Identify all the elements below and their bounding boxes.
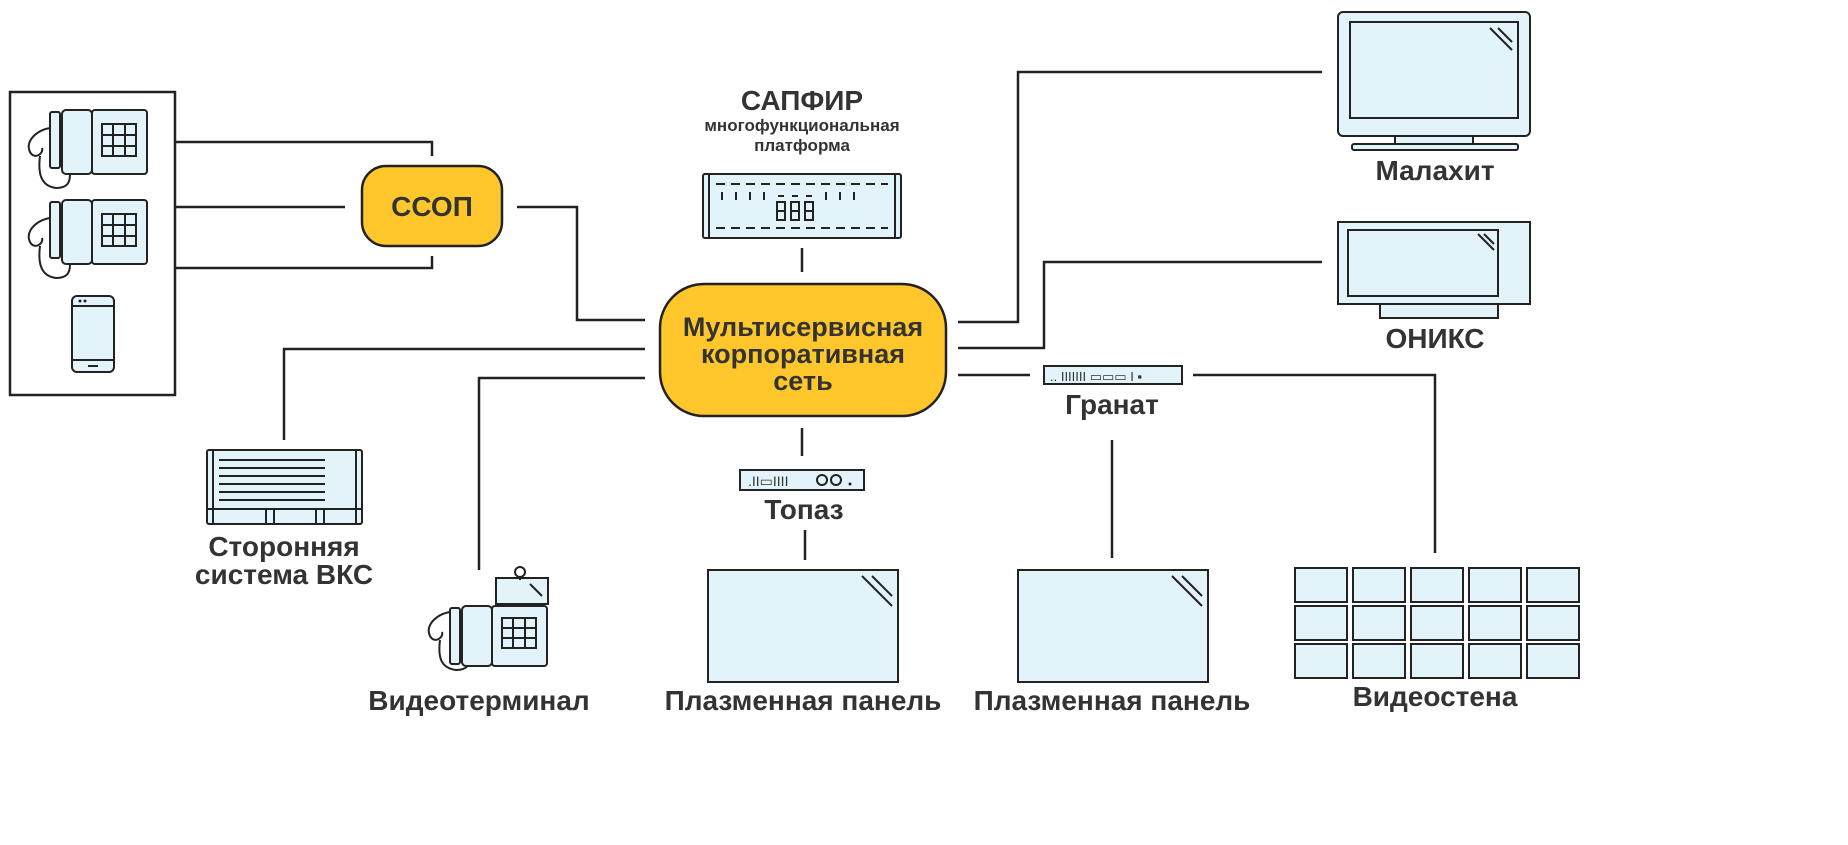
- ssop-label: ССОП: [391, 191, 473, 222]
- sapfir-subtitle-1: многофункциональная: [704, 116, 899, 135]
- plasma-panel-icon: [707, 569, 899, 683]
- topaz-label: Топаз: [764, 494, 843, 525]
- ssop-box: [360, 164, 504, 248]
- core-network-node: Мультисервисная корпоративная сеть: [658, 282, 948, 418]
- server-rack-icon: [702, 173, 902, 239]
- core-network-box: [658, 282, 948, 418]
- topaz-node: .II▭IIII Топаз: [739, 469, 865, 525]
- video-phone-icon: [427, 566, 549, 672]
- videoterminal-label: Видеотерминал: [368, 685, 589, 716]
- plasma-panel-1-node: Плазменная панель: [665, 569, 942, 716]
- desk-phone-icon: [27, 109, 148, 190]
- malakhit-node: Малахит: [1337, 11, 1531, 186]
- connection-lines: [175, 70, 1437, 570]
- videowall-node: Видеостена: [1294, 567, 1580, 712]
- oniks-node: ОНИКС: [1337, 221, 1531, 354]
- plasma-panel-2-label: Плазменная панель: [974, 685, 1251, 716]
- sapfir-node: САПФИР многофункциональная платформа: [702, 85, 902, 239]
- videoterminal-node: Видеотерминал: [368, 566, 590, 716]
- ssop-node: ССОП: [360, 164, 504, 248]
- videowall-label: Видеостена: [1353, 681, 1518, 712]
- tv-panel-icon: [1337, 221, 1531, 319]
- codec-box-icon: .II▭IIII: [739, 469, 865, 491]
- vks-node: Сторонняя система ВКС: [195, 449, 373, 590]
- granat-node: .. IIIIIII ▭▭▭ I ▪ Гранат: [1043, 365, 1183, 420]
- desk-phone-icon: [27, 199, 148, 280]
- vks-server-icon: [206, 449, 363, 525]
- malakhit-label: Малахит: [1375, 155, 1494, 186]
- codec-port-marks: .II▭IIII: [748, 473, 788, 489]
- vks-label-line-2: система ВКС: [195, 559, 373, 590]
- core-label-line-2: корпоративная: [701, 339, 905, 369]
- vks-label-line-1: Сторонняя: [208, 531, 359, 562]
- smartphone-icon: [71, 295, 115, 373]
- plasma-panel-2-node: Плазменная панель: [974, 569, 1251, 716]
- sapfir-title: САПФИР: [741, 85, 863, 116]
- plasma-panel-1-label: Плазменная панель: [665, 685, 942, 716]
- core-label-line-1: Мультисервисная: [683, 312, 923, 342]
- sapfir-subtitle-2: платформа: [754, 136, 850, 155]
- granat-label: Гранат: [1065, 389, 1159, 420]
- switch-port-marks: .. IIIIIII ▭▭▭ I ▪: [1050, 369, 1142, 384]
- oniks-label: ОНИКС: [1385, 323, 1484, 354]
- plasma-panel-icon: [1017, 569, 1209, 683]
- core-label-line-3: сеть: [773, 366, 833, 396]
- subscriber-panel: [8, 90, 177, 397]
- network-switch-icon: .. IIIIIII ▭▭▭ I ▪: [1043, 365, 1183, 385]
- videowall-icon: [1294, 567, 1580, 679]
- monitor-icon: [1337, 11, 1531, 151]
